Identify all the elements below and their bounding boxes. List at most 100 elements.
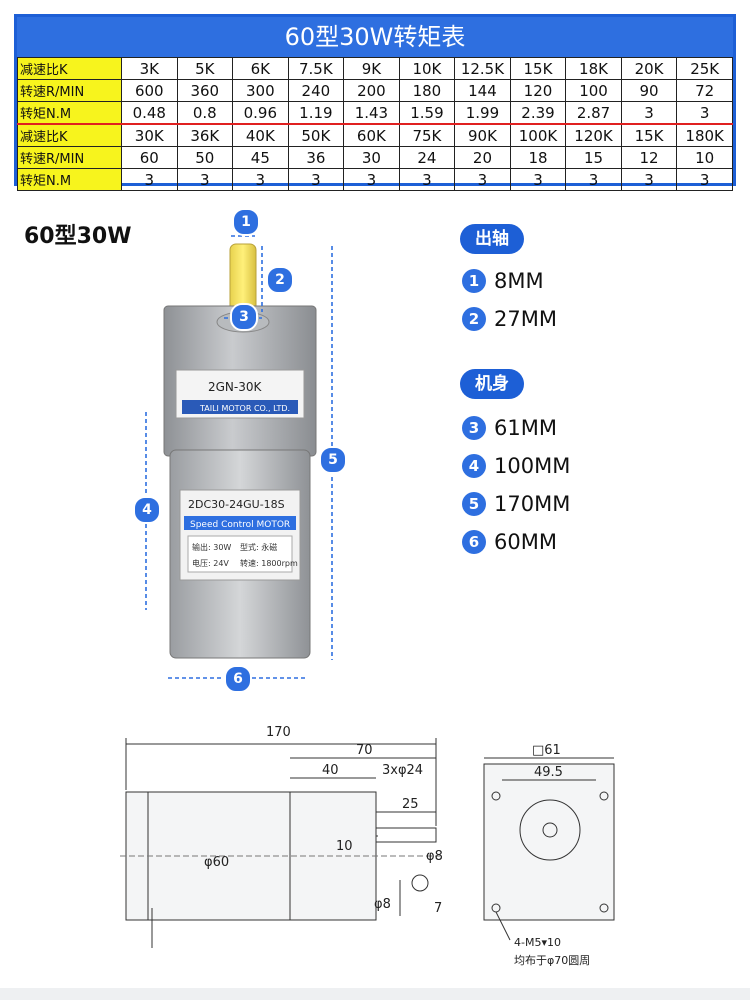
badge-2: 2 (266, 266, 294, 294)
table-cell: 3 (287, 168, 345, 191)
plate-speed: 转速: 1800rpm (240, 558, 298, 568)
spec-item-4: 4 100MM (462, 452, 570, 480)
table-cell: 100 (565, 79, 622, 102)
hole-note-2: 均布于φ70圆周 (514, 954, 590, 967)
table-cell: 2.39 (509, 101, 567, 125)
table-cell: 200 (343, 79, 400, 102)
table-cell: 15K (620, 123, 678, 147)
table-cell: 3 (343, 168, 400, 191)
table-cell: 15K (509, 57, 567, 80)
table-cell: 90 (620, 79, 678, 102)
bottom-strip (0, 988, 750, 1000)
table-cell: 120 (509, 79, 567, 102)
table-cell: 72 (676, 79, 733, 102)
table-cell: 18K (565, 57, 622, 80)
spec-value: 8MM (494, 269, 544, 293)
row-header: 减速比K (17, 123, 122, 147)
spec-number: 6 (462, 530, 486, 554)
motor-band: Speed Control MOTOR (190, 520, 290, 530)
gearbox-brand: TAILI MOTOR CO., LTD. (199, 404, 290, 413)
spec-number: 3 (462, 416, 486, 440)
row-header: 转矩N.M (17, 101, 122, 125)
table-cell: 2.87 (565, 101, 622, 125)
spec-value: 100MM (494, 454, 571, 478)
table-cell: 3 (565, 168, 622, 191)
table-cell: 7.5K (287, 57, 345, 80)
dim-70: 70 (356, 743, 373, 758)
spec-item-3: 3 61MM (462, 414, 557, 442)
spec-value: 60MM (494, 530, 557, 554)
table-cell: 45 (232, 146, 289, 169)
table-cell: 180 (398, 79, 456, 102)
badge-5: 5 (319, 446, 347, 474)
table-cell: 3 (620, 101, 678, 125)
row-header: 转矩N.M (17, 168, 122, 191)
table-cell: 60 (121, 146, 178, 169)
table-cell: 3 (454, 168, 511, 191)
spec-item-5: 5 170MM (462, 490, 570, 518)
table-cell: 240 (287, 79, 345, 102)
spec-item-6: 6 60MM (462, 528, 557, 556)
table-title: 60型30W转矩表 (17, 17, 733, 57)
dim-phi8-key: φ8 (374, 897, 391, 912)
dim-3x: 3xφ24 (382, 763, 423, 778)
table-cell: 3 (676, 101, 733, 125)
spec-item-2: 2 27MM (462, 305, 557, 333)
badge-1: 1 (232, 208, 260, 236)
spec-value: 27MM (494, 307, 557, 331)
table-cell: 9K (343, 57, 400, 80)
table-cell: 18 (509, 146, 567, 169)
table-cell: 36 (287, 146, 345, 169)
badge-3: 3 (230, 303, 258, 331)
badge-6: 6 (224, 665, 252, 693)
spec-number: 4 (462, 454, 486, 478)
badge-4: 4 (133, 496, 161, 524)
table-cell: 1.99 (454, 101, 511, 125)
dim-40: 40 (322, 763, 339, 778)
dim-7: 7 (434, 901, 442, 916)
table-cell: 300 (232, 79, 289, 102)
spec-value: 170MM (494, 492, 571, 516)
row-header: 转速R/MIN (17, 79, 122, 102)
table-cell: 3 (509, 168, 567, 191)
table-cell: 360 (176, 79, 234, 102)
body-section-label: 机身 (460, 369, 524, 399)
table-cell: 1.59 (398, 101, 456, 125)
table-cell: 3 (121, 168, 178, 191)
table-cell: 120K (565, 123, 622, 147)
dim-25: 25 (402, 797, 419, 812)
table-cell: 24 (398, 146, 456, 169)
motor-model: 2DC30-24GU-18S (188, 498, 285, 511)
dim-495: 49.5 (534, 765, 563, 780)
dim-10: 10 (336, 839, 353, 854)
table-cell: 3 (676, 168, 733, 191)
table-cell: 3 (398, 168, 456, 191)
gearbox-label: 2GN-30K (208, 380, 263, 394)
spec-item-1: 1 8MM (462, 267, 544, 295)
table-cell: 3 (232, 168, 289, 191)
dim-phi8-shaft: φ8 (426, 849, 443, 864)
plate-type: 型式: 永磁 (240, 542, 277, 552)
technical-drawing (120, 738, 615, 948)
table-cell: 1.43 (343, 101, 400, 125)
spec-number: 2 (462, 307, 486, 331)
table-cell: 50K (287, 123, 345, 147)
plate-voltage: 电压: 24V (192, 558, 229, 568)
table-cell: 30 (343, 146, 400, 169)
spec-value: 61MM (494, 416, 557, 440)
table-cell: 1.19 (287, 101, 345, 125)
table-cell: 144 (454, 79, 511, 102)
model-title: 60型30W (24, 224, 132, 249)
dim-phi60: φ60 (204, 855, 229, 870)
spec-number: 1 (462, 269, 486, 293)
dim-total: 170 (266, 725, 291, 740)
table-cell: 12.5K (454, 57, 511, 80)
